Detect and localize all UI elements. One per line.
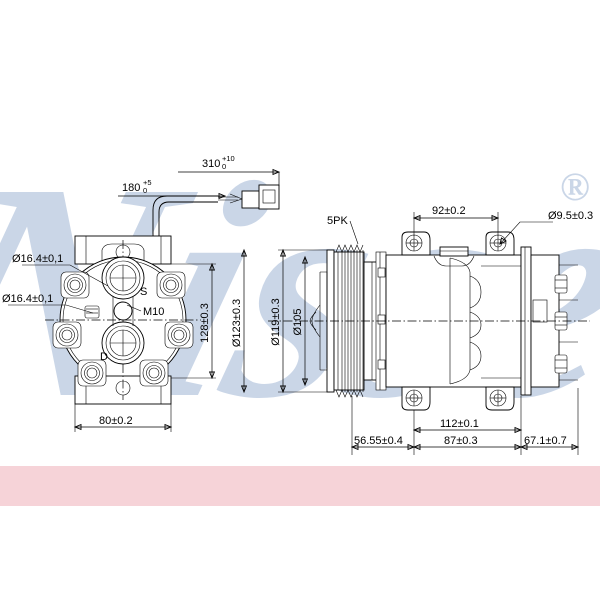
dim-length-chain: 56.55±0.4 87±0.3 67.1±0.7	[350, 388, 580, 455]
bolt-hole-upper-left	[60, 271, 90, 299]
coil-tab-mid	[377, 314, 386, 325]
side-section-view: 5PK	[268, 215, 590, 411]
dim-dia105-label: Ø105	[292, 309, 304, 336]
dim-671-label: 67.1±0.7	[524, 435, 567, 447]
dim-87-label: 87±0.3	[444, 435, 478, 447]
leader-dia164-lower	[8, 304, 94, 314]
body-top-boss	[433, 246, 475, 267]
dim-cable-partial: 180 +5 0	[118, 178, 227, 200]
discharge-port-D	[101, 321, 145, 365]
rear-small-pad	[532, 299, 548, 323]
mount-ear-rear-bottom	[485, 386, 515, 411]
internal-scallops	[469, 275, 482, 371]
dim-cable-total: 310 +10 0	[178, 154, 281, 186]
dim-180-tol-lower: 0	[143, 186, 147, 195]
dim-dia123-label: Ø123±0.3	[231, 299, 243, 347]
dim-5655-label: 56.55±0.4	[354, 435, 403, 447]
front-flange-view: S D M10 Ø16.4±0,1 Ø16.4±0,1	[2, 235, 201, 405]
label-discharge-port: D	[100, 351, 108, 363]
dim-mount-span-bottom: 112±0.1	[412, 396, 523, 438]
label-m10-thread: M10	[143, 306, 164, 318]
pink-band	[0, 466, 600, 506]
rear-port-upper	[554, 274, 568, 294]
mount-ear-front-bottom	[401, 386, 431, 411]
dim-dia119-label: Ø119±0.3	[270, 298, 282, 345]
bolt-hole-lower-left	[77, 359, 107, 387]
bolt-hole-mid-left	[52, 321, 82, 349]
dim-128-label: 128±0.3	[199, 303, 211, 343]
dim-flange-width: 80±0.2	[73, 404, 173, 432]
bolt-hole-upper-right	[156, 271, 186, 299]
dim-310-tol-lower: 0	[222, 162, 226, 171]
dim-112-label: 112±0.1	[440, 418, 479, 430]
dim-310-tol-upper: +10	[222, 154, 235, 163]
coil-tab-bottom	[377, 359, 386, 370]
label-5pk: 5PK	[327, 215, 348, 227]
cable-assembly	[152, 184, 280, 252]
coil-tab-top	[377, 267, 386, 278]
leader-dia164-upper	[22, 264, 109, 287]
dim-dia95-label: Ø9.5±0.3	[548, 210, 593, 222]
dim-flange-diameter: Ø123±0.3	[231, 248, 248, 394]
leader-dia95	[499, 221, 553, 245]
dim-180-tol-upper: +5	[143, 178, 152, 187]
suction-port-S	[101, 256, 145, 300]
m10-threaded-hole	[113, 301, 133, 321]
rear-port-lower	[554, 354, 568, 374]
registered-mark-icon: ®	[560, 164, 590, 209]
dim-dia164-upper: Ø16.4±0,1	[12, 253, 63, 265]
dim-bolt-spacing-vertical: 128±0.3	[171, 262, 216, 380]
dim-dia164-lower: Ø16.4±0,1	[2, 293, 53, 305]
label-suction-port: S	[140, 286, 147, 298]
dim-mount-hole-diameter: Ø9.5±0.3	[499, 210, 593, 245]
mount-ear-front-top	[401, 231, 431, 256]
dim-80-label: 80±0.2	[99, 415, 133, 427]
leader-m10	[126, 304, 142, 312]
bolt-hole-lower-right	[139, 359, 169, 387]
dim-92-label: 92±0.2	[432, 205, 466, 217]
dim-mount-span-top: 92±0.2	[412, 205, 500, 236]
small-side-boss	[84, 305, 100, 319]
dim-pulley-outer: Ø119±0.3	[270, 248, 330, 394]
dim-180-value: 180	[122, 182, 140, 194]
leader-5pk	[349, 220, 359, 245]
dim-310-value: 310	[202, 158, 220, 170]
connector-socket	[262, 189, 276, 204]
bolt-hole-mid-right	[164, 321, 194, 349]
